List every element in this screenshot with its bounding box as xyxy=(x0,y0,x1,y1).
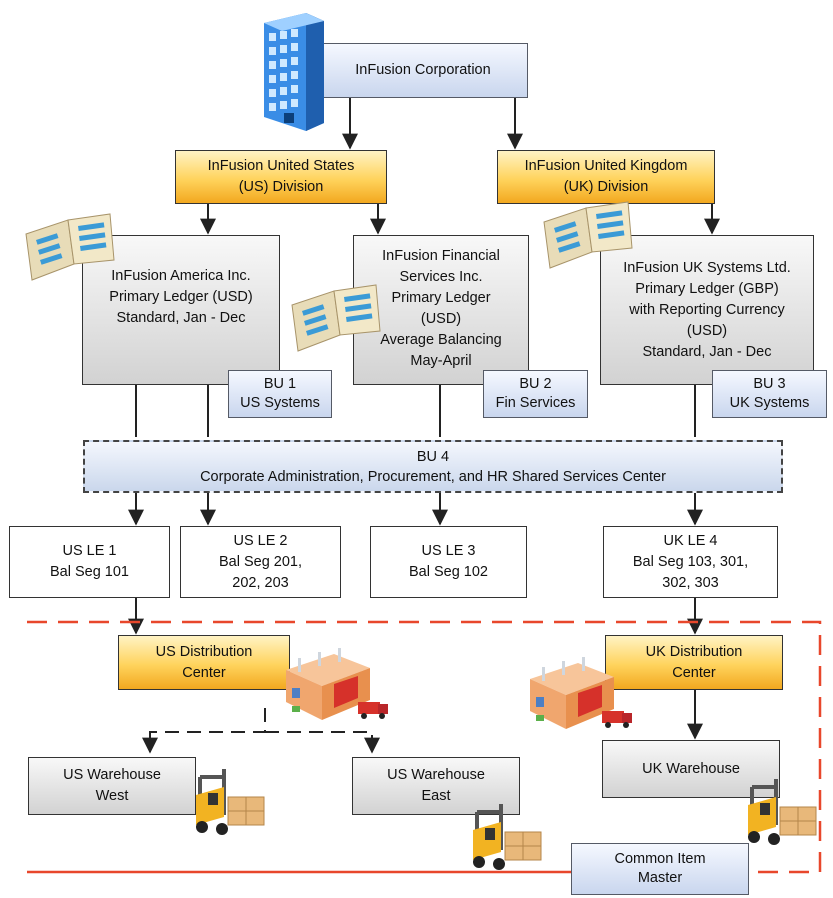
us-distribution-box[interactable]: US Distribution Center xyxy=(118,635,290,690)
us-distribution-line1: US Distribution xyxy=(155,643,253,660)
ledger-book-icon xyxy=(543,201,633,269)
us-west-warehouse-box[interactable]: US Warehouse West xyxy=(28,757,196,815)
item-master-line1: Common Item xyxy=(614,851,706,867)
ledger-book-icon xyxy=(25,213,115,281)
financial-ledger-line5: Average Balancing xyxy=(380,332,502,348)
item-master-line2: Master xyxy=(637,870,683,886)
uk-distribution-line2: Center xyxy=(672,664,716,681)
bu4-line1: BU 4 xyxy=(416,448,450,465)
corporation-box[interactable]: InFusion Corporation xyxy=(318,43,528,98)
le1-line2: Bal Seg 101 xyxy=(49,564,129,580)
common-item-master-box[interactable]: Common Item Master xyxy=(571,843,749,895)
uk-ledger-line1: InFusion UK Systems Ltd. xyxy=(623,260,791,276)
distribution-center-icon xyxy=(286,648,388,720)
corporation-name: InFusion Corporation xyxy=(355,62,491,78)
financial-ledger-line1: InFusion Financial xyxy=(382,248,500,264)
distribution-center-icon xyxy=(530,657,632,729)
le4-line2: Bal Seg 103, 301, xyxy=(632,553,749,570)
bu4-box[interactable]: BU 4 Corporate Administration, Procureme… xyxy=(83,440,783,493)
financial-ledger-box[interactable]: InFusion Financial Services Inc. Primary… xyxy=(353,235,529,385)
le3-line1: US LE 3 xyxy=(421,543,476,559)
le2-line1: US LE 2 xyxy=(233,532,288,549)
us-division-box[interactable]: InFusion United States (US) Division xyxy=(175,150,387,204)
uk-ledger-line4: (USD) xyxy=(686,323,728,339)
le2-box[interactable]: US LE 2 Bal Seg 201, 202, 203 xyxy=(180,526,341,598)
america-ledger-box[interactable]: InFusion America Inc. Primary Ledger (US… xyxy=(82,235,280,385)
us-east-warehouse-box[interactable]: US Warehouse East xyxy=(352,757,520,815)
bu3-line2: UK Systems xyxy=(729,395,810,411)
us-division-line2: (US) Division xyxy=(238,179,324,195)
financial-ledger-line2: Services Inc. xyxy=(399,269,483,285)
uk-ledger-box[interactable]: InFusion UK Systems Ltd. Primary Ledger … xyxy=(600,235,814,385)
uk-ledger-line5: Standard, Jan - Dec xyxy=(642,344,772,360)
uk-division-box[interactable]: InFusion United Kingdom (UK) Division xyxy=(497,150,715,204)
le1-line1: US LE 1 xyxy=(62,543,117,559)
forklift-icon xyxy=(196,769,265,835)
le4-box[interactable]: UK LE 4 Bal Seg 103, 301, 302, 303 xyxy=(603,526,778,598)
forklift-icon xyxy=(473,804,542,870)
le4-line3: 302, 303 xyxy=(662,574,719,591)
uk-ledger-line2: Primary Ledger (GBP) xyxy=(635,281,779,297)
us-east-warehouse-line2: East xyxy=(421,788,451,804)
uk-warehouse-line1: UK Warehouse xyxy=(642,760,740,777)
financial-ledger-line3: Primary Ledger xyxy=(391,290,491,306)
bu1-box[interactable]: BU 1 US Systems xyxy=(228,370,332,418)
le3-line2: Bal Seg 102 xyxy=(408,564,488,580)
financial-ledger-line4: (USD) xyxy=(420,311,462,327)
uk-distribution-line1: UK Distribution xyxy=(645,643,743,660)
america-ledger-line2: Primary Ledger (USD) xyxy=(109,288,253,305)
bu1-line2: US Systems xyxy=(240,395,320,411)
bu2-line1: BU 2 xyxy=(519,376,552,392)
le2-line3: 202, 203 xyxy=(232,574,289,591)
forklift-icon xyxy=(748,779,817,845)
uk-distribution-box[interactable]: UK Distribution Center xyxy=(605,635,783,690)
bu2-box[interactable]: BU 2 Fin Services xyxy=(483,370,588,418)
uk-division-line2: (UK) Division xyxy=(563,179,649,195)
uk-division-line1: InFusion United Kingdom xyxy=(524,158,688,174)
financial-ledger-line6: May-April xyxy=(410,353,472,369)
bu1-line1: BU 1 xyxy=(263,376,297,392)
america-ledger-line1: InFusion America Inc. xyxy=(111,267,251,284)
us-west-warehouse-line1: US Warehouse xyxy=(63,767,161,783)
us-division-line1: InFusion United States xyxy=(207,158,355,174)
bu3-box[interactable]: BU 3 UK Systems xyxy=(712,370,827,418)
bu4-line2: Corporate Administration, Procurement, a… xyxy=(200,468,666,485)
america-ledger-line3: Standard, Jan - Dec xyxy=(116,309,246,326)
item-master-boundary xyxy=(27,620,822,874)
ledger-book-icon xyxy=(291,284,381,352)
le1-box[interactable]: US LE 1 Bal Seg 101 xyxy=(9,526,170,598)
us-distribution-line2: Center xyxy=(182,664,226,681)
le2-line2: Bal Seg 201, xyxy=(218,553,303,570)
le4-line1: UK LE 4 xyxy=(663,532,718,549)
bu2-line2: Fin Services xyxy=(495,395,576,411)
us-west-warehouse-line2: West xyxy=(95,788,129,804)
us-dc-to-east-warehouse xyxy=(265,731,380,754)
uk-ledger-line3: with Reporting Currency xyxy=(629,302,785,318)
office-building-icon xyxy=(264,13,324,131)
us-east-warehouse-line1: US Warehouse xyxy=(387,767,485,783)
le3-box[interactable]: US LE 3 Bal Seg 102 xyxy=(370,526,527,598)
us-dc-to-warehouses xyxy=(142,708,266,754)
bu3-line1: BU 3 xyxy=(753,376,786,392)
